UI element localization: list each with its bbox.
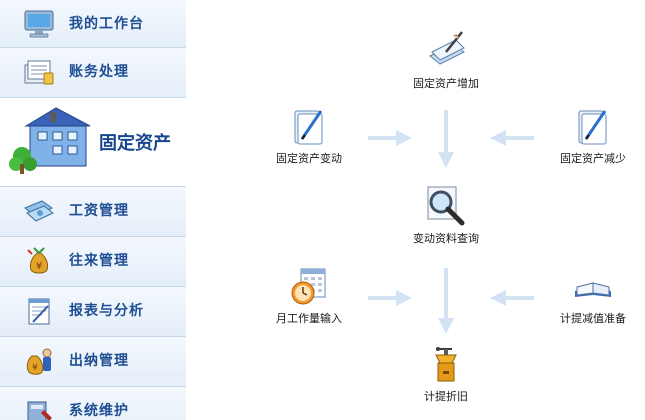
maintenance-icon: [27, 401, 52, 420]
node-change-query[interactable]: 变动资料查询: [381, 185, 511, 246]
node-label: 计提折旧: [424, 390, 468, 403]
ledger-icon: [24, 60, 54, 85]
house-icon: [9, 107, 91, 174]
magnifier-icon: [427, 186, 465, 226]
sidebar-item-label: 账务处理: [69, 64, 129, 80]
document-edit-icon: [578, 110, 607, 145]
money-bag-icon: ¥: [27, 247, 49, 274]
sidebar-item-label: 往来管理: [69, 253, 129, 269]
banknote-icon: [24, 200, 54, 222]
svg-text:¥: ¥: [32, 363, 38, 373]
node-label: 固定资产增加: [413, 77, 479, 90]
sidebar-item-system-maintenance[interactable]: 系统维护: [0, 387, 186, 420]
svg-text:¥: ¥: [36, 261, 42, 272]
cashier-icon: ¥: [26, 348, 52, 375]
sidebar-item-label: 系统维护: [69, 403, 129, 419]
sidebar-item-cashier[interactable]: ¥ 出纳管理: [0, 337, 186, 387]
sidebar-item-label: 出纳管理: [69, 353, 129, 369]
calendar-clock-icon: [291, 268, 326, 305]
node-asset-change[interactable]: 固定资产变动: [244, 105, 374, 166]
node-label: 变动资料查询: [413, 232, 479, 245]
document-edit-icon: [294, 110, 323, 145]
grinder-icon: [435, 347, 457, 382]
node-label: 固定资产变动: [276, 152, 342, 165]
node-depreciation[interactable]: 计提折旧: [381, 343, 511, 404]
node-asset-decrease[interactable]: 固定资产减少: [528, 105, 645, 166]
open-book-icon: [575, 282, 611, 297]
sidebar-item-label: 我的工作台: [69, 16, 144, 32]
node-label: 固定资产减少: [560, 152, 626, 165]
sidebar-item-my-workbench[interactable]: 我的工作台: [0, 0, 186, 48]
sidebar-item-label: 固定资产: [99, 133, 171, 154]
node-impairment-provision[interactable]: 计提减值准备: [528, 265, 645, 326]
sidebar-item-label: 工资管理: [69, 203, 129, 219]
sidebar-item-fixed-assets[interactable]: 固定资产: [0, 98, 186, 187]
sidebar-item-reports[interactable]: 报表与分析: [0, 287, 186, 337]
sidebar-item-label: 报表与分析: [69, 303, 144, 319]
workflow-panel: 固定资产增加 固定资产变动 固定资产减少 变动资料查询: [190, 0, 645, 420]
sidebar-item-receivables[interactable]: ¥ 往来管理: [0, 237, 186, 287]
report-icon: [28, 298, 50, 325]
sidebar: 我的工作台 账务处理 固定资产: [0, 0, 188, 420]
document-pen-icon: [429, 31, 465, 65]
node-label: 月工作量输入: [276, 312, 342, 325]
flow-arrows: [368, 110, 534, 334]
monitor-icon: [24, 10, 54, 38]
node-label: 计提减值准备: [560, 312, 626, 325]
sidebar-item-payroll[interactable]: 工资管理: [0, 187, 186, 237]
node-monthly-workload[interactable]: 月工作量输入: [244, 265, 374, 326]
node-asset-add[interactable]: 固定资产增加: [381, 30, 511, 91]
sidebar-item-accounting[interactable]: 账务处理: [0, 48, 186, 98]
